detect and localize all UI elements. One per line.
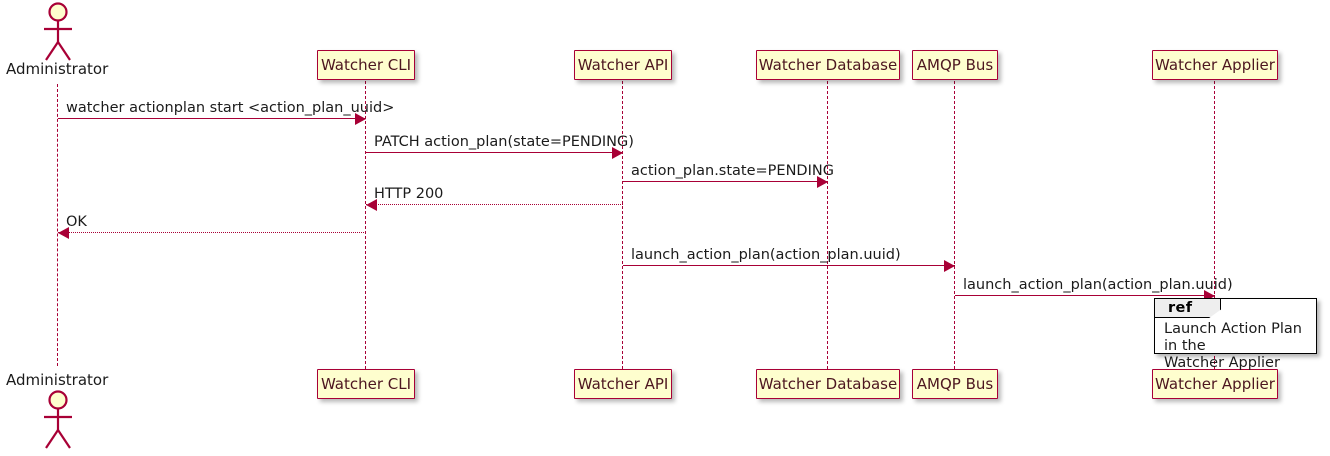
message-label-m7: launch_action_plan(action_plan.uuid) xyxy=(963,277,1233,293)
message-arrowhead-m2 xyxy=(612,146,623,159)
message-line-m6 xyxy=(623,265,955,266)
participant-watcher-api-bottom[interactable]: Watcher API xyxy=(574,369,672,399)
actor-administrator-top[interactable] xyxy=(38,2,78,62)
lifeline-watcher-database xyxy=(827,81,829,369)
message-line-m3 xyxy=(623,181,828,182)
participant-watcher-database-top[interactable]: Watcher Database xyxy=(756,50,900,80)
message-arrowhead-m5 xyxy=(58,226,69,239)
lifeline-administrator xyxy=(57,84,59,366)
lifeline-watcher-cli xyxy=(365,81,367,369)
message-label-m6: launch_action_plan(action_plan.uuid) xyxy=(631,247,901,263)
message-label-m2: PATCH action_plan(state=PENDING) xyxy=(374,134,634,150)
actor-label-administrator-bottom: Administrator xyxy=(6,371,109,389)
message-arrowhead-m3 xyxy=(817,175,828,188)
participant-watcher-api-top[interactable]: Watcher API xyxy=(574,50,672,80)
participant-watcher-applier-bottom[interactable]: Watcher Applier xyxy=(1152,369,1278,399)
participant-watcher-cli-top[interactable]: Watcher CLI xyxy=(317,50,415,80)
participant-amqp-bus-top[interactable]: AMQP Bus xyxy=(912,50,998,80)
participant-watcher-cli-bottom[interactable]: Watcher CLI xyxy=(317,369,415,399)
participant-watcher-database-bottom[interactable]: Watcher Database xyxy=(756,369,900,399)
message-line-m5 xyxy=(58,232,366,233)
message-line-m7 xyxy=(955,295,1215,296)
message-label-m4: HTTP 200 xyxy=(374,186,444,202)
lifeline-watcher-applier xyxy=(1214,81,1216,369)
message-label-m1: watcher actionplan start <action_plan_uu… xyxy=(66,100,395,116)
message-line-m4 xyxy=(366,204,623,205)
message-line-m1 xyxy=(58,118,366,119)
message-arrowhead-m4 xyxy=(366,198,377,211)
ref-fragment-tab-label: ref xyxy=(1155,299,1221,318)
lifeline-watcher-api xyxy=(622,81,624,369)
actor-label-administrator-top: Administrator xyxy=(6,60,109,78)
message-label-m5: OK xyxy=(66,214,87,230)
ref-fragment-body-text: Launch Action Plan in the Watcher Applie… xyxy=(1164,321,1302,371)
participant-watcher-applier-top[interactable]: Watcher Applier xyxy=(1152,50,1278,80)
lifeline-amqp-bus xyxy=(954,81,956,369)
message-line-m2 xyxy=(366,152,623,153)
message-label-m3: action_plan.state=PENDING xyxy=(631,163,834,179)
message-arrowhead-m6 xyxy=(944,259,955,272)
message-arrowhead-m1 xyxy=(355,112,366,125)
message-arrowhead-m7 xyxy=(1204,289,1215,302)
actor-administrator-bottom[interactable] xyxy=(38,390,78,450)
participant-amqp-bus-bottom[interactable]: AMQP Bus xyxy=(912,369,998,399)
